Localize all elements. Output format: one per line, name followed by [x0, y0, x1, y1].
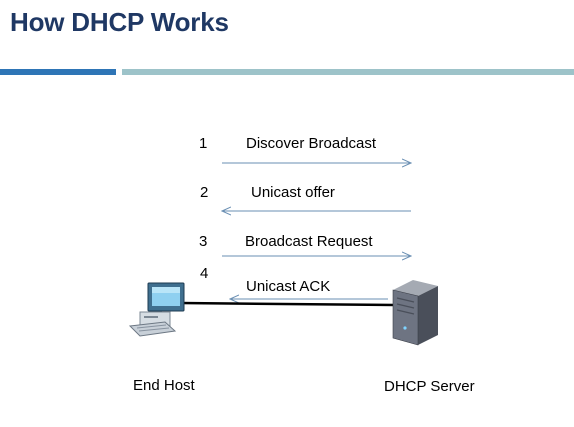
title-underline-teal	[122, 69, 574, 75]
step-2-number: 2	[200, 184, 209, 201]
server-tower-icon	[392, 280, 438, 346]
step-2-label: Unicast offer	[251, 184, 335, 201]
step-3-label: Broadcast Request	[245, 233, 373, 250]
desktop-computer-icon	[128, 282, 185, 337]
step-4-label: Unicast ACK	[246, 278, 331, 295]
step-1-label: Discover Broadcast	[246, 135, 377, 152]
end-host-label: End Host	[133, 377, 195, 394]
step-1-number: 1	[199, 135, 208, 152]
network-link	[179, 301, 396, 307]
page-title: How DHCP Works	[10, 7, 229, 37]
title-underline-blue	[0, 69, 116, 75]
step-4-number: 4	[200, 265, 209, 282]
dhcp-server-label: DHCP Server	[384, 378, 475, 395]
step-3-number: 3	[199, 233, 208, 250]
